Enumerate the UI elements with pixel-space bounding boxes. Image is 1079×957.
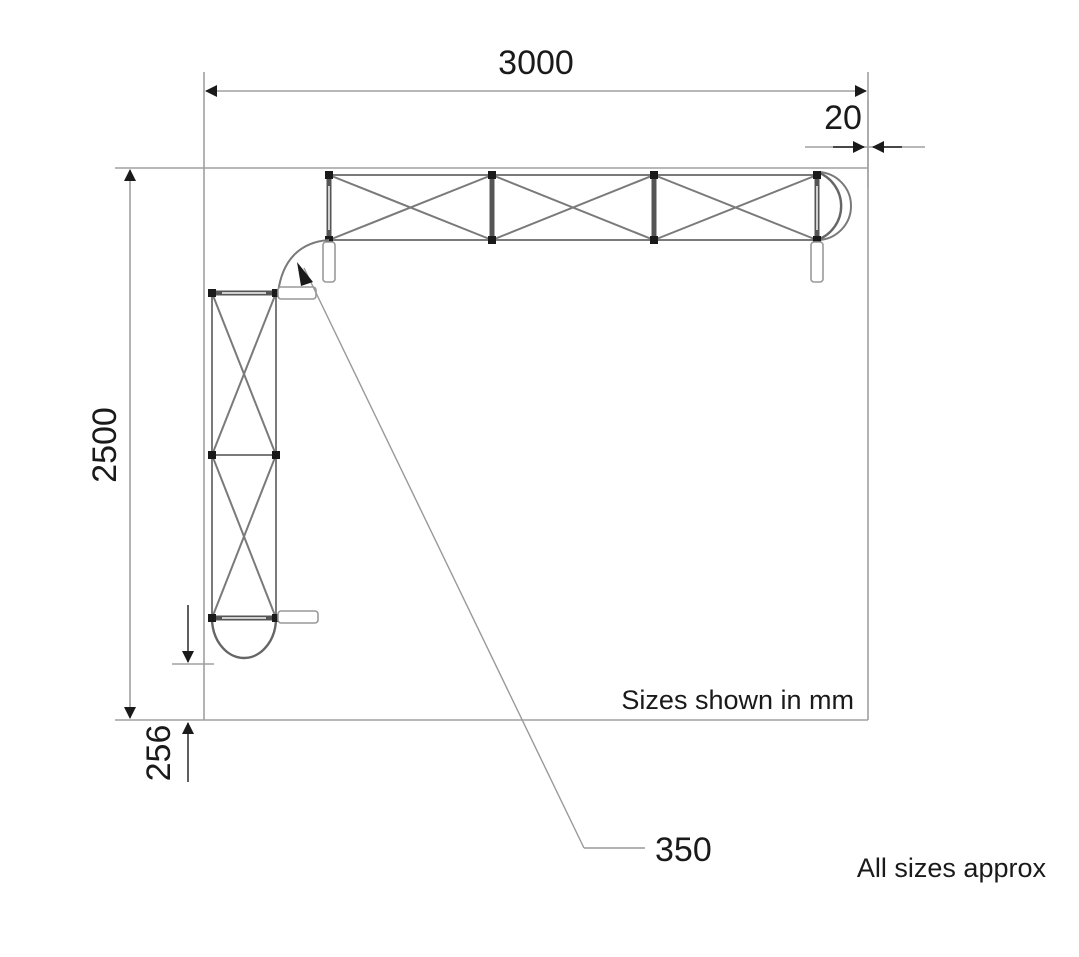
radius-leader: 350 [297,262,712,869]
offset-dimension-label: 256 [140,725,178,782]
height-dimension: 2500 [86,169,136,719]
horizontal-truss [322,170,852,283]
height-dimension-label: 2500 [86,407,124,483]
offset-dimension: 256 [140,605,214,782]
width-dimension: 3000 [205,44,867,97]
corner-curve [277,239,330,294]
units-note: Sizes shown in mm [621,685,854,715]
gap-dimension-label: 20 [824,99,862,137]
vertical-truss [208,286,319,660]
footprint-outline [115,72,869,721]
width-dimension-label: 3000 [498,44,574,82]
approx-note: All sizes approx [857,853,1047,883]
truss-feet [322,241,824,283]
radius-label: 350 [655,831,712,869]
gap-dimension: 20 [805,99,925,188]
